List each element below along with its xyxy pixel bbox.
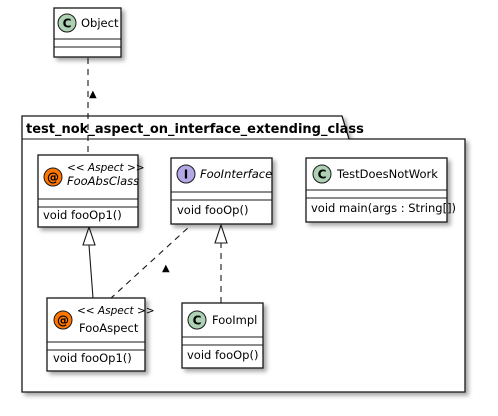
stereotype-label: << Aspect >> [67, 162, 145, 174]
method-label: void fooOp() [177, 203, 248, 217]
method-label: void fooOp1() [53, 351, 132, 365]
svg-text:I: I [184, 168, 188, 182]
svg-text:@: @ [57, 314, 69, 328]
class-badge-icon: C [312, 164, 332, 184]
class-badge-icon: C [187, 310, 207, 330]
class-fooaspect[interactable]: @ << Aspect >> FooAspect void fooOp1() [46, 297, 155, 372]
class-name: TestDoesNotWork [336, 167, 438, 181]
aspect-badge-icon: @ [53, 310, 73, 330]
edge-fooaspect-foointerface [109, 225, 191, 300]
arrow-label-up-1: ▲ [89, 89, 97, 100]
edge-fooaspect-fooabsclass [88, 244, 94, 299]
class-badge-icon: C [57, 13, 77, 33]
class-object[interactable]: C Object [53, 7, 122, 58]
class-name: FooImpl [212, 313, 257, 327]
class-testdoesnotwork[interactable]: C TestDoesNotWork void main(args : Strin… [305, 157, 456, 223]
svg-text:C: C [318, 168, 327, 182]
svg-text:@: @ [47, 171, 59, 185]
package-name: test_nok_aspect_on_interface_extending_c… [26, 122, 364, 137]
class-foointerface[interactable]: I FooInterface void fooOp() [170, 157, 273, 225]
svg-text:C: C [193, 314, 202, 328]
interface-name: FooInterface [200, 167, 272, 181]
edges: ▲ ▲ [82, 58, 228, 303]
class-name: FooAbsClass [67, 174, 139, 188]
aspect-badge-icon: @ [43, 167, 63, 187]
interface-badge-icon: I [176, 164, 196, 184]
method-label: void fooOp1() [43, 208, 122, 222]
arrow-label-up-2: ▲ [162, 263, 170, 274]
class-name: Object [81, 16, 119, 30]
stereotype-label: << Aspect >> [77, 305, 155, 317]
inheritance-arrowhead-1 [82, 225, 96, 246]
class-fooimpl[interactable]: C FooImpl void fooOp() [181, 302, 264, 369]
svg-text:C: C [63, 17, 72, 31]
method-label: void fooOp() [187, 348, 258, 362]
realization-arrowhead [214, 223, 228, 244]
class-fooabsclass[interactable]: @ << Aspect >> FooAbsClass void fooOp1() [37, 154, 145, 228]
class-name: FooAspect [79, 321, 139, 335]
method-label: void main(args : String[]) [311, 201, 456, 215]
